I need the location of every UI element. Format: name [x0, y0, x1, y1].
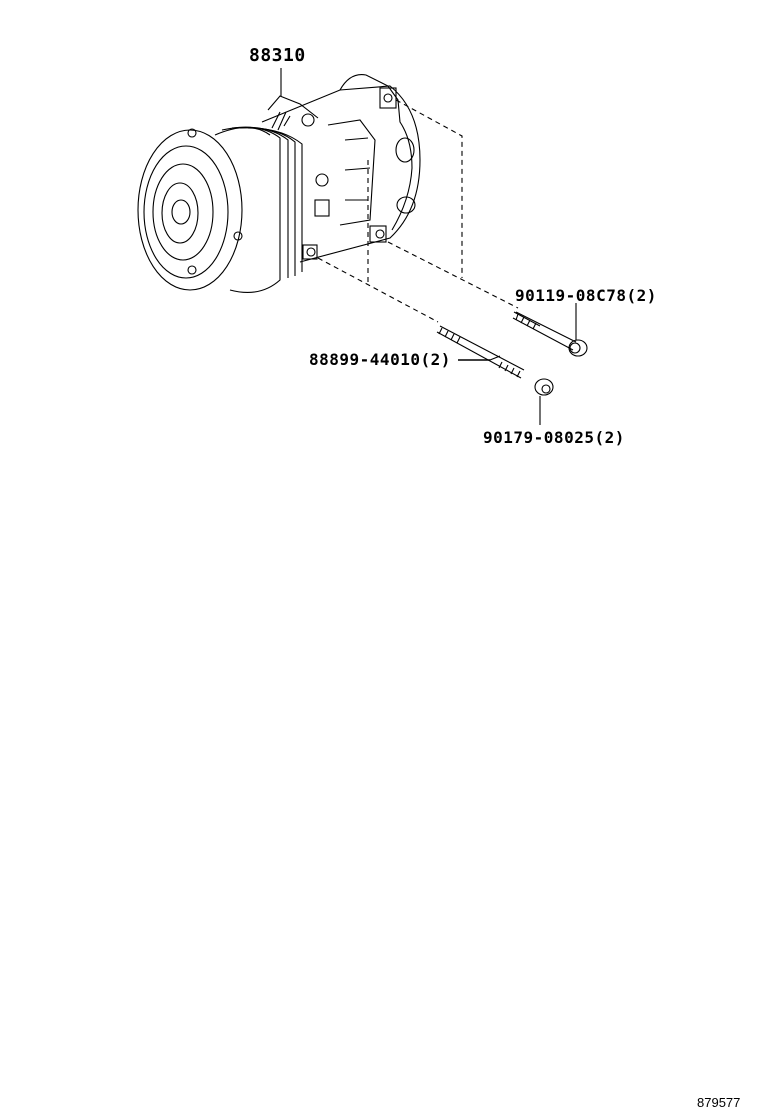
label-stud-88899-44010: 88899-44010(2) — [309, 350, 451, 369]
label-nut-90179-08025: 90179-08025(2) — [483, 428, 625, 447]
alignment-lines — [317, 99, 519, 323]
nut-drawing — [534, 378, 554, 425]
label-compressor-88310: 88310 — [249, 45, 306, 66]
reference-number: 879577 — [697, 1095, 741, 1110]
label-bolt-90119-08C78: 90119-08C78(2) — [515, 286, 657, 305]
bolt-drawing — [512, 303, 588, 357]
stud-drawing — [436, 325, 525, 379]
compressor-drawing — [137, 74, 421, 293]
